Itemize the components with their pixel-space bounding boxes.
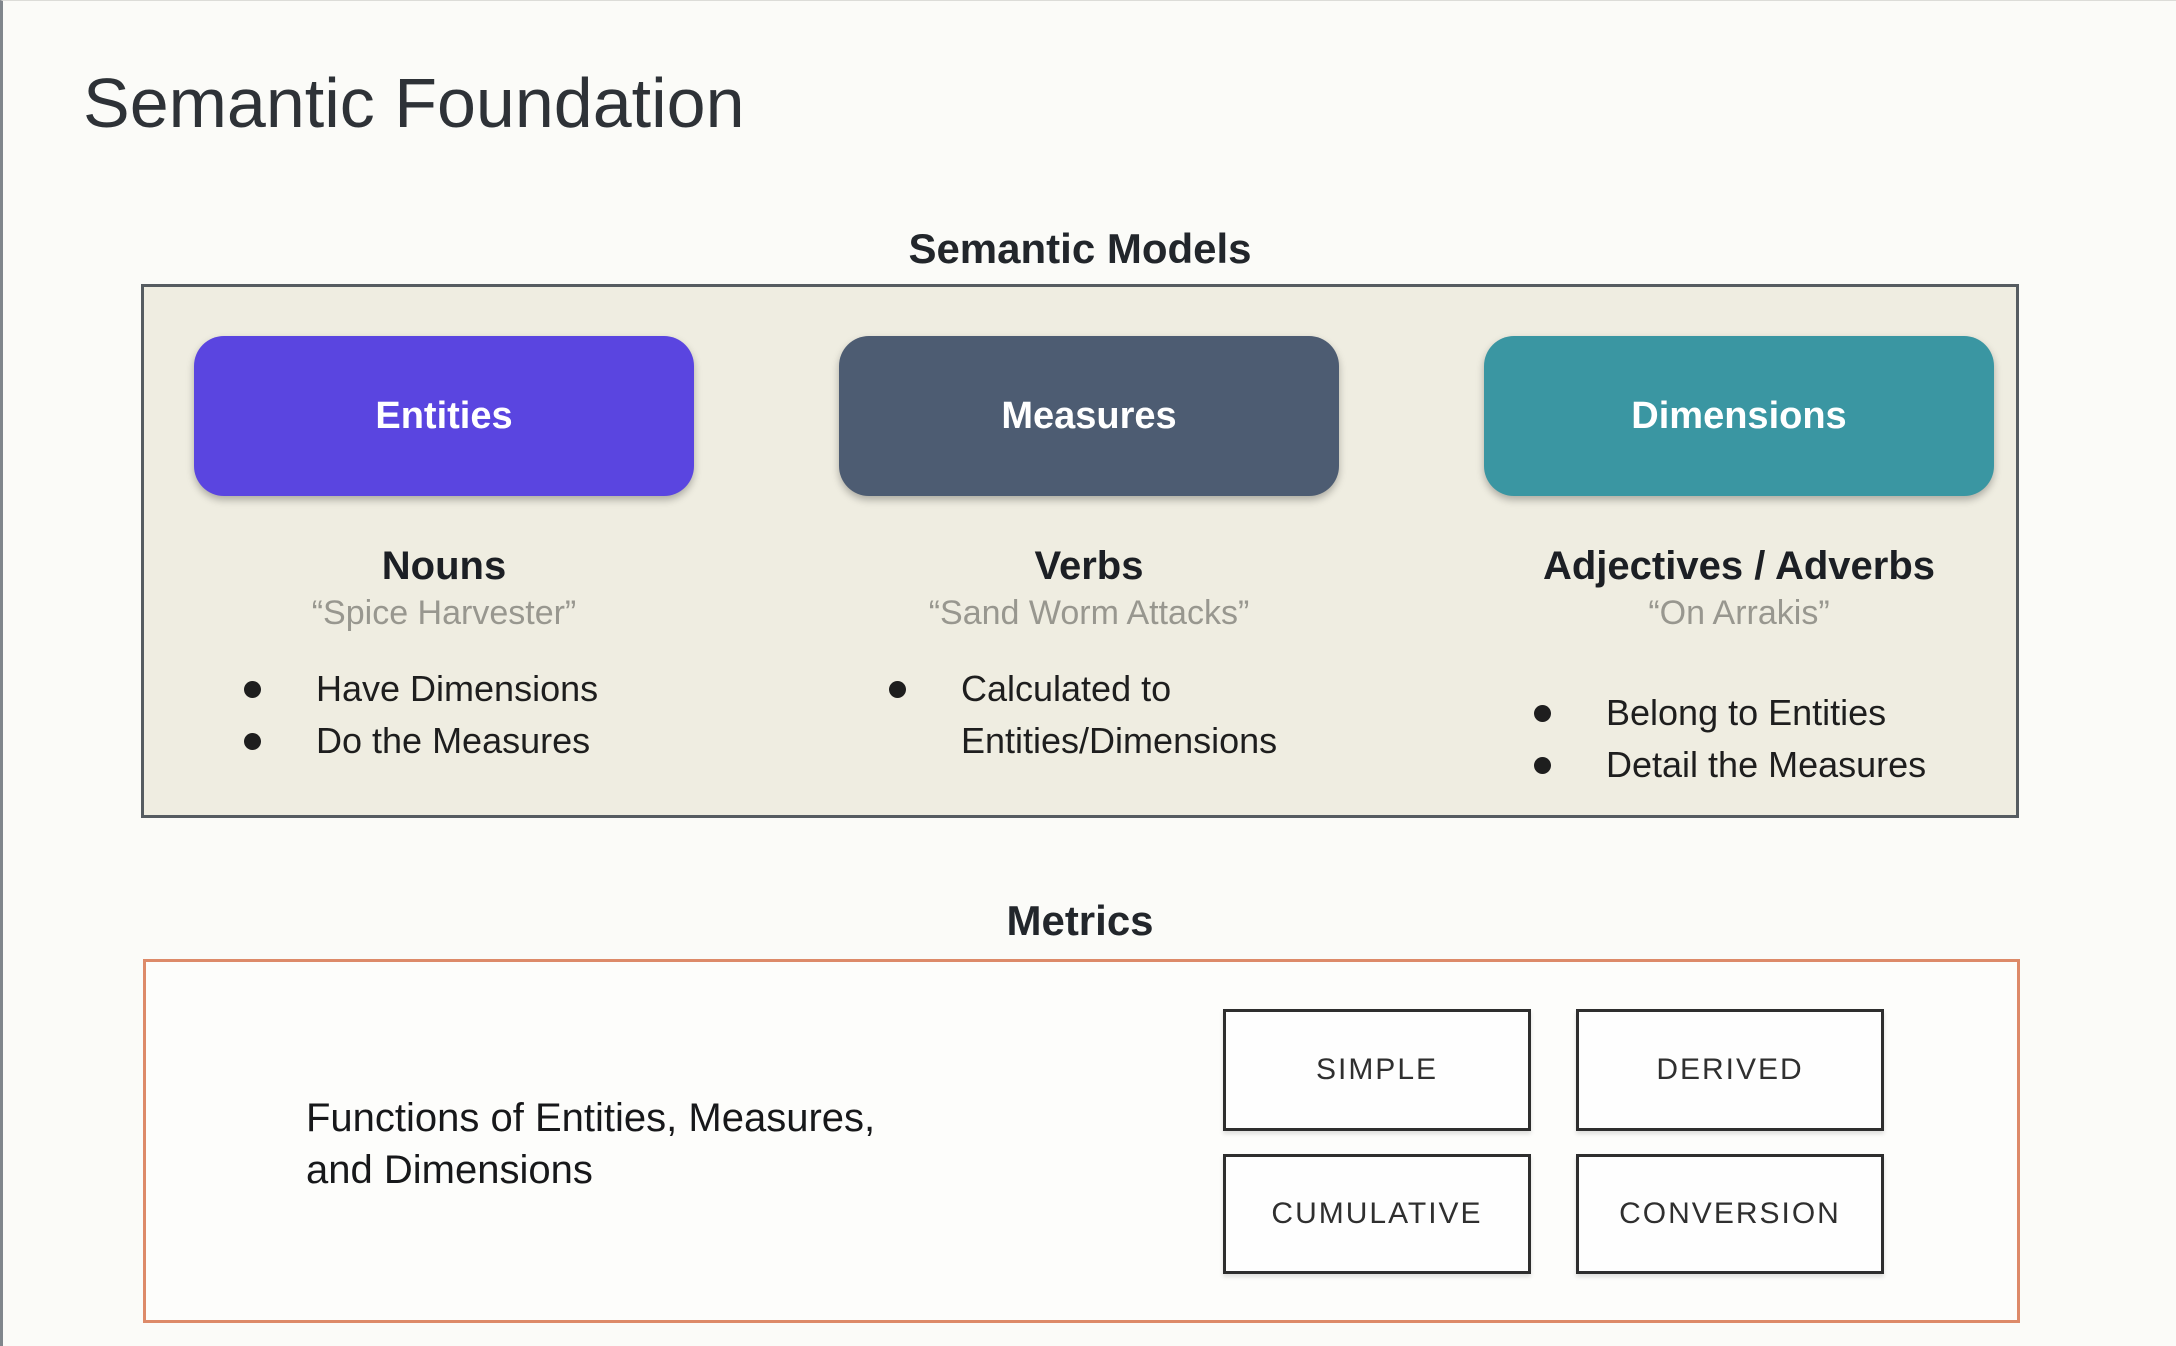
bullet-icon [244, 733, 261, 751]
dimensions-bullet-list: Belong to Entities Detail the Measures [1484, 687, 1994, 791]
page-title: Semantic Foundation [83, 64, 745, 142]
list-item: Detail the Measures [1534, 739, 1994, 791]
bullet-icon [244, 681, 261, 699]
bullet-text: Belong to Entities [1606, 692, 1887, 734]
metrics-description: Functions of Entities, Measures, and Dim… [306, 1096, 876, 1192]
semantic-models-box: Entities Nouns “Spice Harvester” Have Di… [141, 284, 2019, 818]
dimensions-example-label: “On Arrakis” [1648, 594, 1830, 632]
bullet-icon [889, 681, 906, 699]
semantic-models-heading: Semantic Models [908, 225, 1252, 272]
list-item: Belong to Entities [1534, 687, 1994, 739]
entities-column: Entities Nouns “Spice Harvester” Have Di… [194, 336, 694, 767]
dimensions-role-label: Adjectives / Adverbs [1542, 544, 1935, 588]
bullet-icon [1534, 757, 1551, 775]
bullet-text: Do the Measures [316, 720, 591, 762]
metrics-heading: Metrics [1006, 897, 1154, 944]
entities-pill: Entities [194, 336, 694, 496]
metric-type-derived: DERIVED [1576, 1009, 1884, 1131]
metric-type-cumulative: CUMULATIVE [1223, 1154, 1531, 1274]
measures-pill: Measures [839, 336, 1339, 496]
list-item: Do the Measures [244, 715, 694, 767]
dimensions-pill: Dimensions [1484, 336, 1994, 496]
entities-bullet-list: Have Dimensions Do the Measures [194, 663, 694, 767]
measures-example-label: “Sand Worm Attacks” [928, 594, 1250, 632]
entities-example-label: “Spice Harvester” [311, 594, 577, 632]
measures-role-label: Verbs [1034, 544, 1144, 588]
metric-type-simple: SIMPLE [1223, 1009, 1531, 1131]
metric-type-grid: SIMPLE DERIVED CUMULATIVE CONVERSION [1223, 1009, 1884, 1274]
dimensions-column: Dimensions Adjectives / Adverbs “On Arra… [1484, 336, 1994, 791]
list-item: Calculated to Entities/Dimensions [889, 663, 1339, 767]
bullet-icon [1534, 705, 1551, 723]
measures-column: Measures Verbs “Sand Worm Attacks” Calcu… [839, 336, 1339, 767]
metrics-box: Functions of Entities, Measures, and Dim… [143, 959, 2020, 1323]
list-item: Have Dimensions [244, 663, 694, 715]
measures-bullet-list: Calculated to Entities/Dimensions [839, 663, 1339, 767]
metric-type-conversion: CONVERSION [1576, 1154, 1884, 1274]
bullet-text: Have Dimensions [316, 668, 599, 710]
bullet-text: Detail the Measures [1606, 744, 1927, 786]
bullet-text: Calculated to Entities/Dimensions [961, 668, 1278, 762]
entities-role-label: Nouns [381, 544, 507, 588]
